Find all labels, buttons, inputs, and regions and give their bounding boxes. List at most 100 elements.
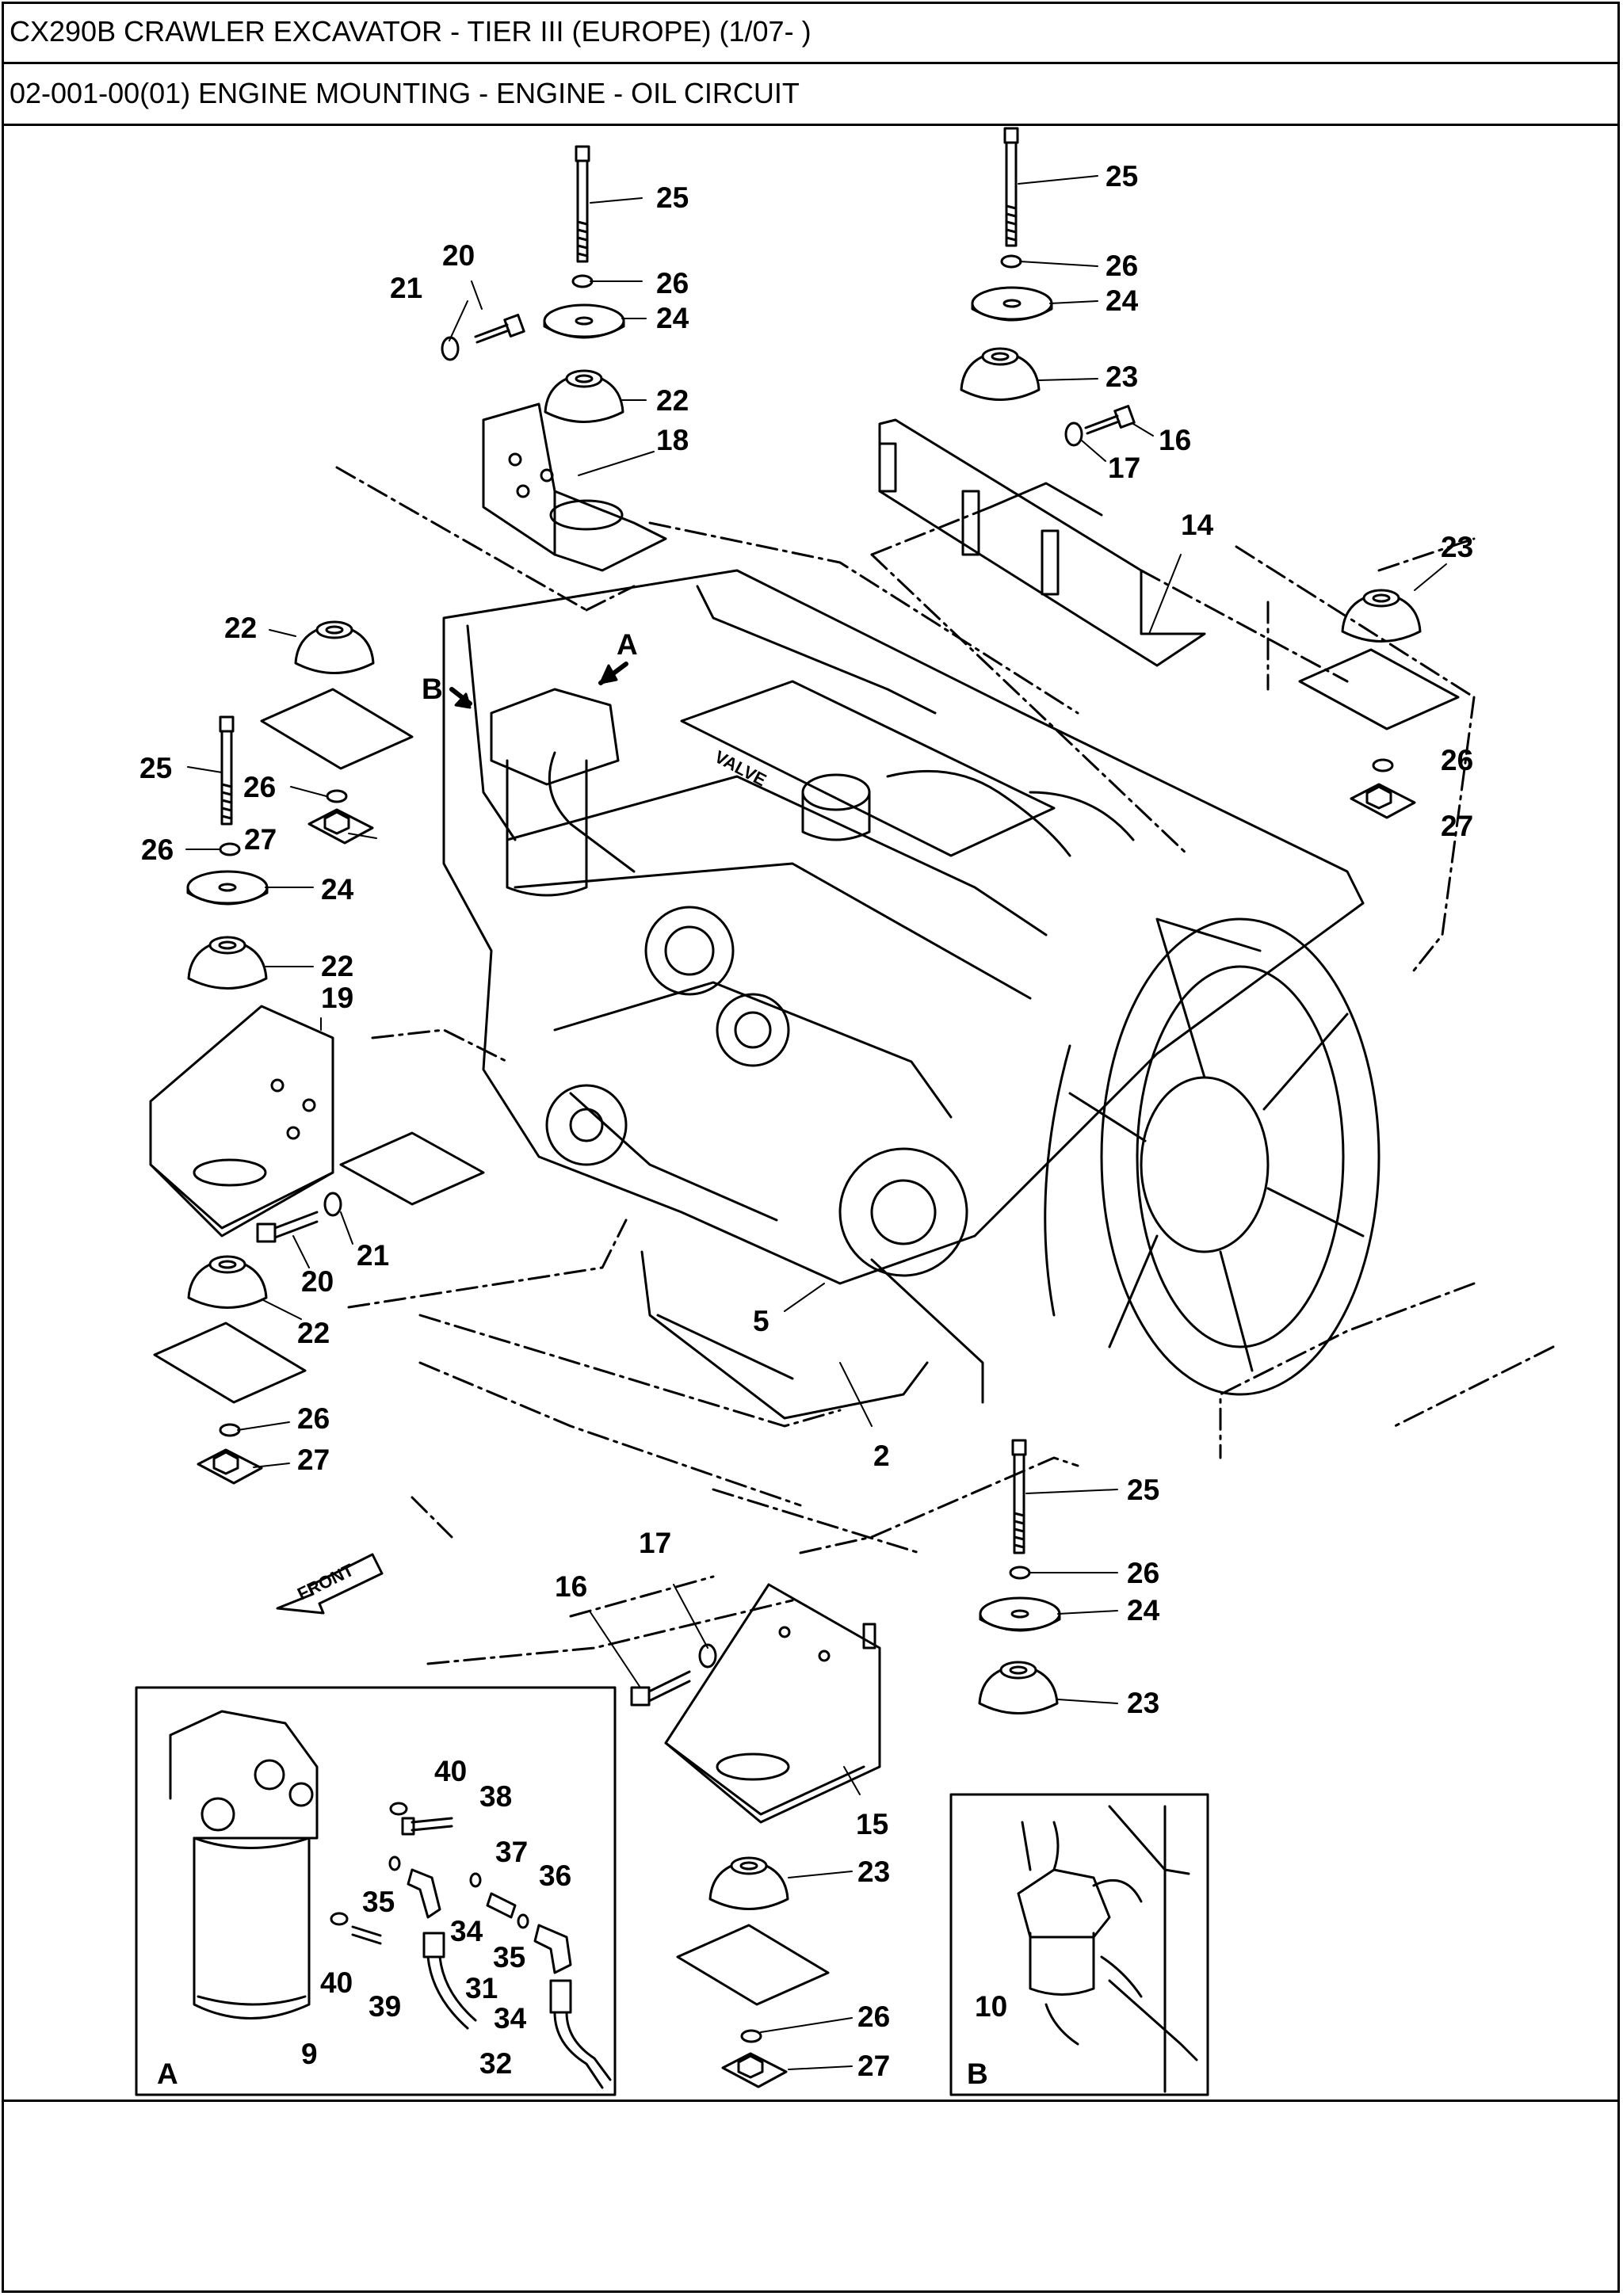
nut-27-d: [721, 2052, 788, 2088]
callout-label: 24: [1127, 1594, 1160, 1627]
callout-label: 32: [479, 2047, 512, 2080]
pad-a: [260, 688, 414, 770]
arrow-b-head: [454, 692, 472, 709]
nut-27-c: [197, 1448, 263, 1485]
pad-d: [676, 1924, 830, 2006]
callout-label: 35: [362, 1886, 395, 1918]
callout-label: 5: [753, 1305, 769, 1337]
callout-label: 22: [297, 1317, 330, 1349]
detail-a-box: [135, 1686, 617, 2096]
callout-label: 34: [450, 1915, 483, 1947]
callout-label: 9: [301, 2038, 318, 2070]
callout-label: 20: [301, 1265, 334, 1298]
cooling-fan: [1044, 917, 1381, 1396]
callout-label: 25: [656, 181, 689, 214]
detail-b-label: B: [967, 2058, 988, 2090]
plate-24-a: [543, 303, 625, 339]
callout-label: 27: [297, 1444, 330, 1476]
callout-label: 19: [321, 982, 353, 1014]
plate-24-b: [971, 286, 1053, 322]
front-label: FRONT: [294, 1560, 357, 1604]
washer-17-bottom: [698, 1643, 717, 1669]
callout-label: 25: [1127, 1474, 1159, 1506]
callout-label: 39: [369, 1990, 401, 2023]
callout-label: 27: [244, 823, 277, 856]
washer-21-left: [323, 1192, 342, 1217]
bracket-14: [878, 418, 1206, 667]
bolt-25-left: [219, 715, 235, 826]
detail-b-box: [949, 1793, 1209, 2096]
callout-label: 18: [656, 424, 689, 456]
callout-label: 24: [321, 873, 354, 906]
nut-27-b: [1350, 783, 1416, 819]
callout-label: 38: [479, 1780, 512, 1813]
callout-labels: 25 20 26 21 24 22 18 25 26 24 23 16 17 1…: [139, 160, 1473, 2090]
callout-label: 31: [465, 1972, 498, 2004]
bolt-20-left: [256, 1211, 319, 1243]
page-title: CX290B CRAWLER EXCAVATOR - TIER III (EUR…: [10, 15, 812, 48]
callout-label: 27: [1441, 810, 1473, 842]
callout-label: 35: [493, 1941, 525, 1974]
bracket-15: [664, 1583, 881, 1824]
washer-26-e: [219, 842, 241, 856]
callout-label: 23: [1441, 531, 1473, 563]
callout-label: 37: [495, 1836, 528, 1868]
callout-label: B: [422, 673, 443, 705]
callout-label: 26: [1106, 250, 1138, 282]
callout-label: 24: [1106, 284, 1139, 317]
callout-label: 27: [857, 2050, 890, 2082]
callout-label: 26: [141, 833, 174, 866]
bracket-18: [482, 402, 667, 572]
diagram-svg: VALVE: [135, 127, 1555, 2096]
callout-label: 26: [297, 1402, 330, 1435]
washer-26-a: [571, 274, 594, 288]
washer-26-h: [740, 2029, 762, 2043]
callout-label: 23: [857, 1855, 890, 1888]
callout-label: 16: [555, 1570, 587, 1603]
washer-26-g: [1009, 1566, 1031, 1580]
washer-26-d: [326, 789, 348, 803]
mount-22-d: [187, 1255, 268, 1309]
callout-label: 17: [1108, 452, 1140, 484]
bracket-19: [149, 1005, 334, 1238]
callout-label: 22: [321, 950, 353, 982]
mount-22-c: [187, 936, 268, 990]
leader-lines: [185, 175, 1447, 2070]
callout-label: A: [617, 628, 638, 661]
callout-label: 20: [442, 239, 475, 272]
nut-27-a: [307, 808, 374, 845]
callout-label: 22: [224, 612, 257, 644]
footer-area: [2, 2101, 1620, 2293]
callout-label: 21: [357, 1239, 389, 1272]
valve-cover-text: VALVE: [712, 746, 770, 790]
bolt-20-top: [474, 314, 525, 344]
callout-label: 26: [1441, 744, 1473, 776]
washer-17-top: [1064, 421, 1083, 447]
plate-24-d: [979, 1596, 1061, 1632]
washer-26-c: [1372, 758, 1394, 772]
arrow-a-head: [599, 664, 618, 685]
bolt-25-left-top: [575, 145, 590, 263]
page-subtitle: 02-001-00(01) ENGINE MOUNTING - ENGINE -…: [10, 77, 800, 109]
callout-label: 23: [1127, 1687, 1159, 1719]
callout-label: 40: [434, 1755, 467, 1787]
callout-label: 23: [1106, 360, 1138, 393]
callout-label: 17: [639, 1527, 671, 1559]
callout-label: 15: [856, 1808, 888, 1840]
bolt-16-top: [1084, 405, 1136, 435]
title-divider: [2, 62, 1620, 64]
bolt-16-bottom: [630, 1670, 691, 1707]
mount-23-c: [978, 1661, 1059, 1714]
callout-label: 26: [243, 771, 276, 803]
callout-label: 36: [539, 1859, 571, 1892]
mount-23-a: [960, 347, 1041, 401]
callout-label: 14: [1181, 509, 1214, 541]
callout-label: 2: [873, 1440, 890, 1472]
detail-a-label: A: [157, 2058, 178, 2090]
engine-assembly: VALVE: [442, 569, 1365, 1420]
bolt-25-bottom: [1011, 1439, 1027, 1554]
callout-label: 10: [975, 1990, 1007, 2023]
frame-outline: [335, 466, 1555, 1665]
pad-b: [1298, 648, 1460, 730]
